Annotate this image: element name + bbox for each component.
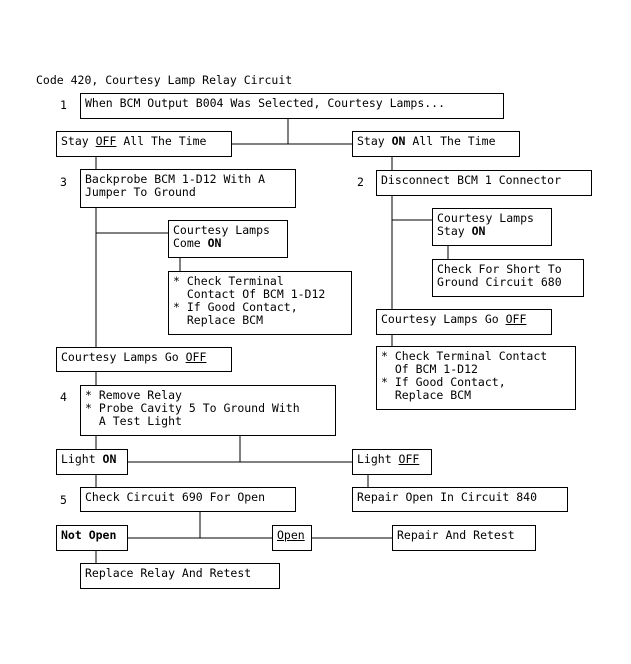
step-number-5: 5 — [60, 493, 67, 507]
lamps-stay-on-line-1: Courtesy Lamps — [437, 211, 534, 225]
light-on-keyword: ON — [102, 452, 117, 466]
lamps-go-off-left-keyword: OFF — [185, 350, 207, 364]
stay-on-keyword: ON — [391, 134, 406, 148]
light-off-text: Light — [357, 452, 399, 466]
check-terminal-left-line-2: Contact Of BCM 1-D12 — [173, 287, 326, 301]
lamps-come-on-line-2: Come ON — [173, 237, 283, 250]
backprobe-line-2: Jumper To Ground — [85, 185, 196, 199]
step-number-4: 4 — [60, 390, 67, 404]
disconnect-box: Disconnect BCM 1 Connector — [376, 170, 592, 196]
step-number-3: 3 — [60, 175, 67, 189]
lamps-go-off-right-keyword: OFF — [505, 312, 527, 326]
remove-relay-line-3: A Test Light — [85, 414, 182, 428]
light-off-keyword: OFF — [398, 452, 420, 466]
lamps-stay-on-line-2: Stay ON — [437, 225, 547, 238]
lamps-go-off-right-text: Courtesy Lamps Go — [381, 312, 506, 326]
stay-on-prefix: Stay — [357, 134, 392, 148]
lamps-come-on-keyword: ON — [207, 236, 222, 250]
lamps-go-off-left-text: Courtesy Lamps Go — [61, 350, 186, 364]
check-short-line-2: Ground Circuit 680 — [437, 275, 562, 289]
stay-off-prefix: Stay — [61, 134, 96, 148]
not-open-box: Not Open — [56, 525, 128, 551]
lamps-come-on-line-1: Courtesy Lamps — [173, 223, 270, 237]
repair-retest-box: Repair And Retest — [392, 525, 536, 551]
lamps-go-off-left-box: Courtesy Lamps Go OFF — [56, 347, 232, 372]
check-terminal-left-line-3: * If Good Contact, — [173, 300, 298, 314]
stay-off-suffix: All The Time — [116, 134, 207, 148]
check-terminal-right-line-4: Replace BCM — [381, 388, 472, 402]
backprobe-line-1: Backprobe BCM 1-D12 With A — [85, 172, 266, 186]
check-short-line-1: Check For Short To — [437, 262, 562, 276]
remove-relay-line-1: * Remove Relay — [85, 388, 182, 402]
check-terminal-right-line-3: * If Good Contact, — [381, 375, 506, 389]
check-circuit-690-box: Check Circuit 690 For Open — [80, 487, 296, 512]
repair-circuit-840-box: Repair Open In Circuit 840 — [352, 487, 568, 512]
stay-off-keyword: OFF — [95, 134, 117, 148]
stay-on-suffix: All The Time — [405, 134, 496, 148]
page-title: Code 420, Courtesy Lamp Relay Circuit — [36, 73, 293, 87]
step-number-1: 1 — [60, 98, 67, 112]
check-terminal-right-box: * Check Terminal Contact Of BCM 1-D12* I… — [376, 346, 576, 410]
lamps-go-off-right-box: Courtesy Lamps Go OFF — [376, 309, 552, 335]
light-on-text: Light — [61, 452, 103, 466]
remove-relay-line-2: * Probe Cavity 5 To Ground With — [85, 401, 300, 415]
check-terminal-left-box: * Check Terminal Contact Of BCM 1-D12* I… — [168, 271, 352, 335]
check-terminal-right-line-2: Of BCM 1-D12 — [381, 362, 478, 376]
check-terminal-right-line-1: * Check Terminal Contact — [381, 349, 548, 363]
remove-relay-box: * Remove Relay* Probe Cavity 5 To Ground… — [80, 385, 336, 436]
light-off-box: Light OFF — [352, 449, 432, 475]
question-box: When BCM Output B004 Was Selected, Court… — [80, 93, 504, 119]
lamps-stay-on-text: Stay — [437, 224, 472, 238]
check-terminal-left-line-4: Replace BCM — [173, 313, 264, 327]
replace-relay-box: Replace Relay And Retest — [80, 563, 280, 589]
check-terminal-left-line-1: * Check Terminal — [173, 274, 284, 288]
lamps-stay-on-keyword: ON — [471, 224, 486, 238]
step-number-2: 2 — [357, 175, 364, 189]
stay-on-box: Stay ON All The Time — [352, 131, 520, 157]
lamps-come-on-text: Come — [173, 236, 208, 250]
open-box: Open — [272, 525, 312, 551]
stay-off-box: Stay OFF All The Time — [56, 131, 232, 157]
light-on-box: Light ON — [56, 449, 128, 475]
